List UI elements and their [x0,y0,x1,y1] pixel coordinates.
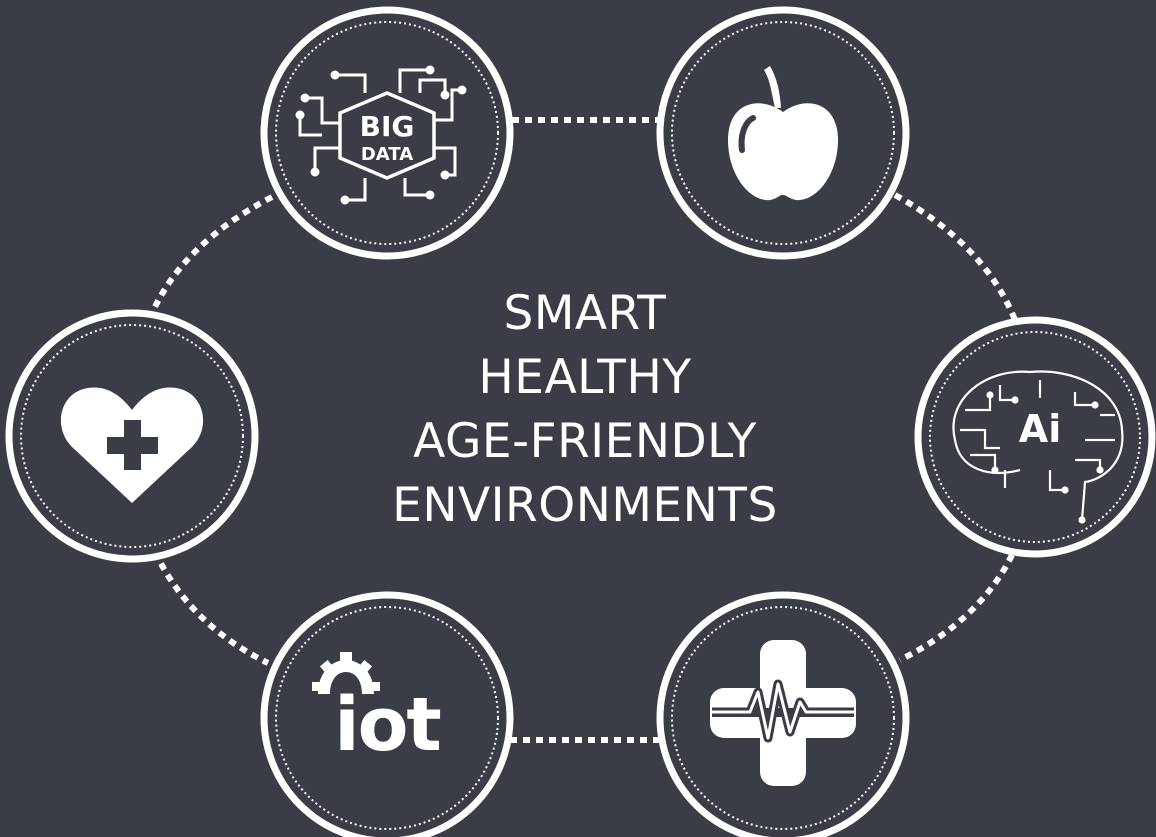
apple-icon [728,66,838,201]
big-data-label-bottom: DATA [361,144,413,165]
node-ai: Ai [914,316,1156,558]
node-iot: iot [260,591,514,837]
node-medical [656,591,910,837]
connector-apple-ai [893,192,1018,322]
title-line-environments: ENVIRONMENTS [392,478,778,533]
iot-gear-icon [312,652,380,694]
node-health [5,309,259,563]
title-line-smart: SMART [503,286,667,341]
ai-label: Ai [1019,407,1061,451]
connector-bigdata-heart [147,194,274,320]
node-big-data: BIG DATA [260,6,514,260]
title-line-healthy: HEALTHY [478,350,692,405]
big-data-label-top: BIG [360,110,415,143]
diagram-title: SMART HEALTHY AGE-FRIENDLY ENVIRONMENTS [330,282,840,538]
iot-label: iot [334,682,440,768]
heart-plus-icon [60,387,204,503]
big-data-icon [295,65,467,205]
connector-ai-medical [898,553,1015,663]
title-line-age-friendly: AGE-FRIENDLY [413,414,757,469]
ai-brain-icon [952,370,1124,524]
medical-cross-heartbeat-icon [710,640,856,786]
connectors [147,117,1018,743]
connector-heart-iot [152,550,270,666]
node-nutrition [656,6,910,260]
